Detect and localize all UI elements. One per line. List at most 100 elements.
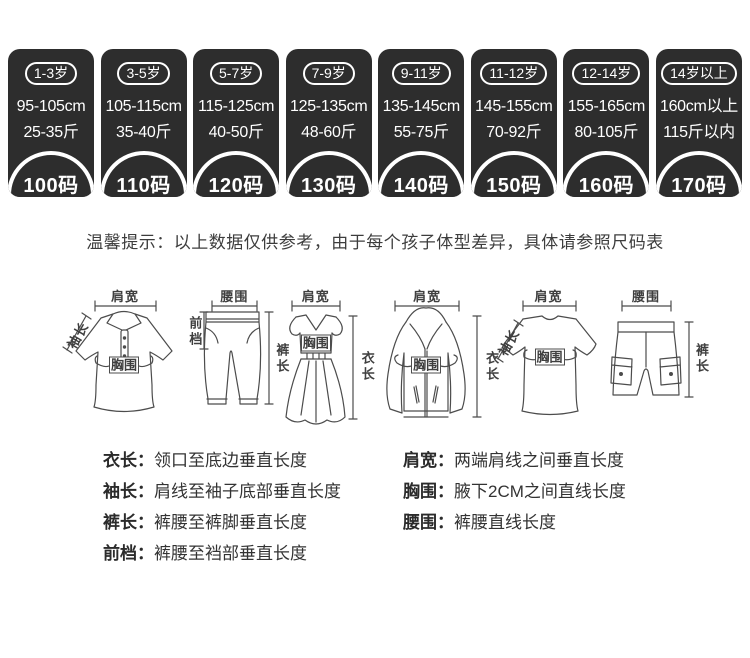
weight-range: 80-105斤 — [574, 124, 639, 141]
height-range: 125-135cm — [290, 98, 368, 115]
size-code: 150码 — [486, 175, 542, 197]
size-card-110: 3-5岁 105-115cm 35-40斤 110码 — [100, 49, 187, 197]
definition-term: 衣长： — [103, 451, 154, 470]
label-pants-length: 裤长 — [274, 343, 290, 375]
definition-waist: 腰围：裤腰直线长度 — [403, 511, 703, 535]
t-shirt-drawing — [493, 289, 610, 436]
definition-text: 两端肩线之间垂直长度 — [454, 451, 624, 470]
label-waist: 腰围 — [220, 289, 249, 304]
label-waist: 腰围 — [631, 289, 660, 304]
label-chest: 胸围 — [108, 356, 140, 374]
definition-sleeve-length: 袖长：肩线至袖子底部垂直长度 — [103, 480, 403, 504]
size-card-100: 1-3岁 95-105cm 25-35斤 100码 — [8, 49, 94, 197]
size-code-badge: 140码 — [378, 151, 465, 197]
definition-front-rise: 前档：裤腰至裆部垂直长度 — [103, 542, 403, 566]
diagram-dress: 肩宽 胸围 衣长 — [283, 289, 380, 436]
weight-range: 40-50斤 — [208, 124, 264, 141]
size-code-badge: 130码 — [285, 151, 372, 197]
age-range-badge: 7-9岁 — [302, 62, 355, 85]
definition-garment-length: 衣长：领口至底边垂直长度 — [103, 449, 403, 473]
age-range-badge: 11-12岁 — [480, 62, 548, 85]
range-text: 135-145cm 55-75斤 — [378, 94, 464, 146]
definition-text: 腋下2CM之间直线长度 — [454, 482, 626, 501]
definitions-left-column: 衣长：领口至底边垂直长度 袖长：肩线至袖子底部垂直长度 裤长：裤腰至裤脚垂直长度… — [103, 449, 403, 573]
label-chest: 胸围 — [411, 356, 442, 374]
weight-range: 35-40斤 — [116, 124, 172, 141]
age-range-badge: 14岁以上 — [661, 62, 737, 85]
range-text: 125-135cm 48-60斤 — [286, 94, 372, 146]
age-range-badge: 3-5岁 — [117, 62, 170, 85]
size-card-160: 12-14岁 155-165cm 80-105斤 160码 — [563, 49, 650, 197]
size-code-badge: 120码 — [193, 151, 280, 197]
size-code: 140码 — [393, 175, 449, 197]
size-code-badge: 100码 — [8, 151, 94, 197]
weight-range: 48-60斤 — [301, 124, 357, 141]
diagram-polo-shirt: 肩宽 袖长 胸围 — [58, 289, 190, 436]
diagram-pants: 腰围 前档 裤长 — [187, 289, 289, 436]
size-code-badge: 170码 — [655, 151, 742, 197]
definition-term: 前档： — [103, 544, 154, 563]
age-range-badge: 1-3岁 — [24, 62, 78, 85]
weight-range: 115斤以内 — [663, 124, 735, 141]
definition-text: 肩线至袖子底部垂直长度 — [154, 482, 341, 501]
range-text: 105-115cm 35-40斤 — [101, 94, 187, 146]
size-code: 170码 — [671, 175, 727, 197]
definition-shoulder-width: 肩宽：两端肩线之间垂直长度 — [403, 449, 703, 473]
size-code: 100码 — [23, 175, 79, 197]
size-code: 160码 — [578, 175, 635, 197]
label-shoulder-width: 肩宽 — [534, 289, 563, 304]
range-text: 115-125cm 40-50斤 — [193, 94, 279, 146]
definition-chest: 胸围：腋下2CM之间直线长度 — [403, 480, 703, 504]
height-range: 155-165cm — [567, 98, 646, 115]
pants-drawing — [190, 289, 282, 436]
size-card-140: 9-11岁 135-145cm 55-75斤 140码 — [378, 49, 465, 197]
size-code: 110码 — [116, 175, 171, 197]
height-range: 160cm以上 — [659, 98, 738, 115]
size-card-120: 5-7岁 115-125cm 40-50斤 120码 — [193, 49, 280, 197]
definition-term: 胸围： — [403, 482, 454, 501]
label-pants-length: 裤长 — [693, 343, 709, 375]
range-text: 145-155cm 70-92斤 — [471, 94, 557, 146]
definitions: 衣长：领口至底边垂直长度 袖长：肩线至袖子底部垂直长度 裤长：裤腰至裤脚垂直长度… — [0, 449, 750, 573]
definition-text: 裤腰直线长度 — [454, 513, 556, 532]
label-shoulder-width: 肩宽 — [301, 289, 330, 304]
size-card-130: 7-9岁 125-135cm 48-60斤 130码 — [285, 49, 372, 197]
range-text: 160cm以上 115斤以内 — [656, 94, 742, 146]
size-card-170: 14岁以上 160cm以上 115斤以内 170码 — [655, 49, 742, 197]
label-chest: 胸围 — [534, 348, 565, 366]
definitions-right-column: 肩宽：两端肩线之间垂直长度 胸围：腋下2CM之间直线长度 腰围：裤腰直线长度 — [403, 449, 703, 573]
dress-drawing — [283, 289, 380, 436]
age-range-badge: 12-14岁 — [572, 62, 641, 85]
definition-text: 裤腰至裤脚垂直长度 — [154, 513, 307, 532]
measurement-diagrams: 肩宽 袖长 胸围 腰围 前档 裤长 — [0, 289, 750, 439]
size-code-badge: 110码 — [100, 151, 187, 197]
size-code: 120码 — [208, 175, 264, 197]
label-shoulder-width: 肩宽 — [413, 289, 442, 304]
label-garment-length: 衣长 — [359, 351, 375, 383]
diagram-shorts: 腰围 裤长 — [610, 289, 709, 436]
range-text: 155-165cm 80-105斤 — [563, 94, 649, 146]
size-code: 130码 — [301, 175, 357, 197]
diagram-t-shirt: 肩宽 袖长 胸围 — [493, 289, 610, 436]
weight-range: 25-35斤 — [23, 124, 79, 141]
weight-range: 55-75斤 — [393, 124, 449, 141]
size-card-150: 11-12岁 145-155cm 70-92斤 150码 — [470, 49, 557, 197]
label-front-rise: 前档 — [187, 316, 203, 348]
definition-term: 裤长： — [103, 513, 154, 532]
label-shoulder-width: 肩宽 — [110, 289, 140, 304]
definition-term: 袖长： — [103, 482, 154, 501]
weight-range: 70-92斤 — [486, 124, 542, 141]
definition-term: 腰围： — [403, 513, 454, 532]
height-range: 135-145cm — [382, 98, 461, 115]
diagram-jacket: 肩宽 胸围 衣长 — [380, 289, 499, 436]
shorts-drawing — [610, 289, 705, 436]
height-range: 95-105cm — [16, 98, 86, 115]
height-range: 115-125cm — [198, 98, 275, 115]
size-code-badge: 160码 — [563, 151, 650, 197]
height-range: 145-155cm — [475, 98, 553, 115]
age-range-badge: 9-11岁 — [391, 62, 451, 85]
range-text: 95-105cm 25-35斤 — [8, 94, 94, 146]
definition-text: 领口至底边垂直长度 — [154, 451, 307, 470]
tip-text: 温馨提示：以上数据仅供参考，由于每个孩子体型差异，具体请参照尺码表 — [86, 233, 664, 252]
